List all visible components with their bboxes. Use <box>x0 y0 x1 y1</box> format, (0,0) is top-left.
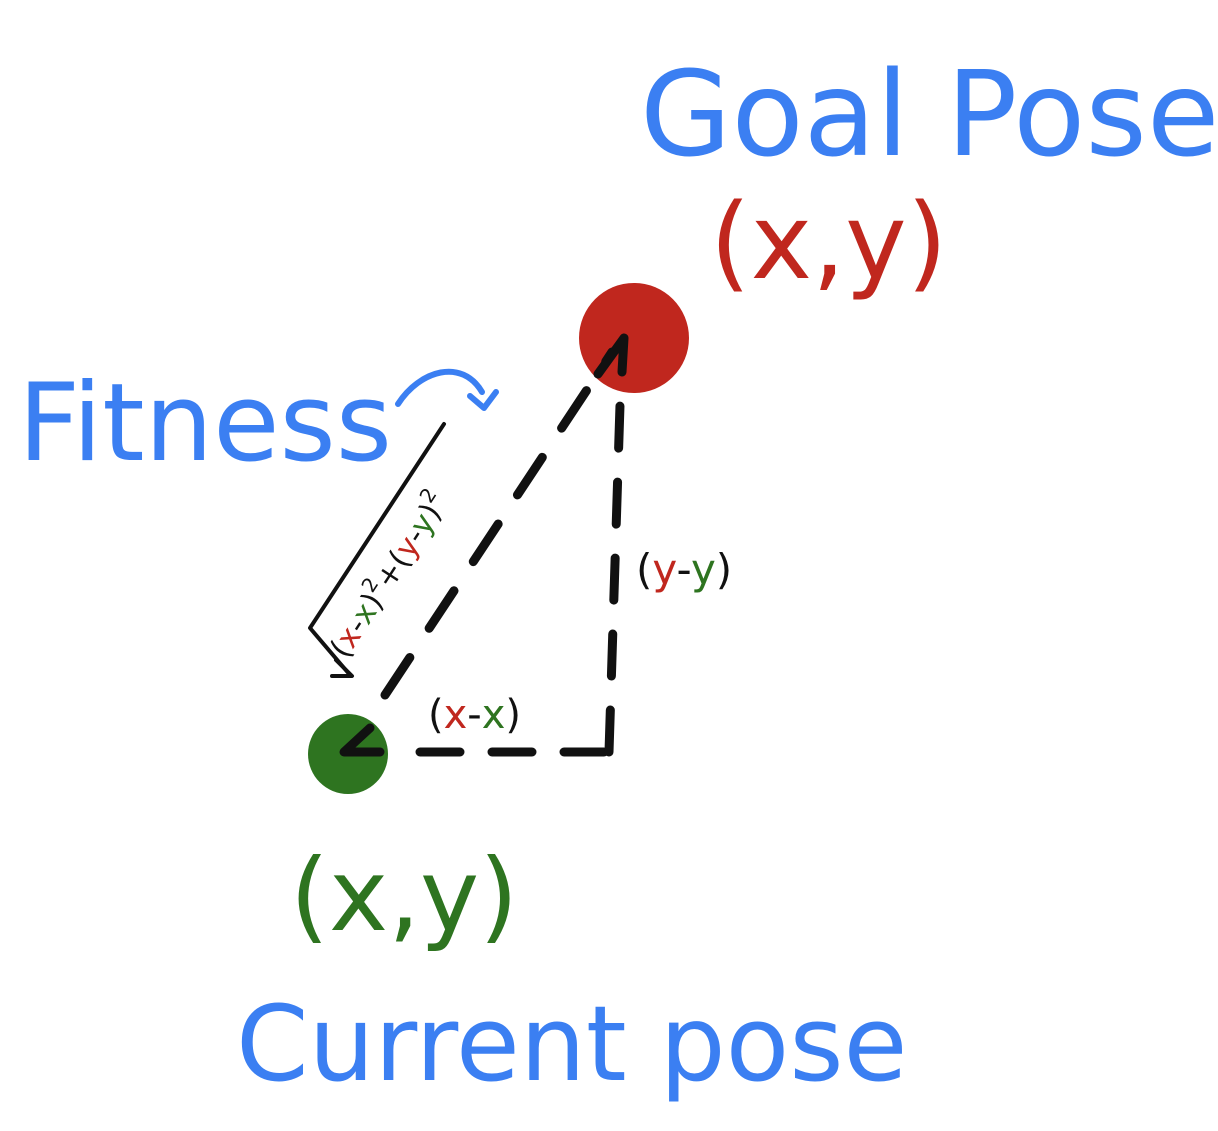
goal-coords: (x,y) <box>710 181 947 303</box>
arrowhead-goal <box>593 333 629 379</box>
dy-close: ) <box>716 545 732 594</box>
dx-close: ) <box>505 692 521 738</box>
dx-x-goal: x <box>444 692 468 738</box>
dx-minus: - <box>467 692 481 738</box>
dy-y-goal: y <box>652 545 676 594</box>
dy-y-current: y <box>691 545 716 594</box>
vertical-dashed-line <box>604 400 625 757</box>
current-pose-title: Current pose <box>236 983 907 1105</box>
dy-open: ( <box>636 545 652 594</box>
dx-x-current: x <box>482 692 506 738</box>
dy-label: (y-y) <box>636 545 732 594</box>
fitness-label: Fitness <box>18 361 392 486</box>
dx-open: ( <box>428 692 444 738</box>
dy-minus: - <box>677 545 691 594</box>
distance-formula: (x-x)2+(y-y)2 <box>318 483 455 664</box>
fitness-arrow <box>395 368 485 407</box>
current-coords: (x,y) <box>290 837 518 954</box>
hypotenuse-dashed-line <box>380 347 617 700</box>
arrowhead-current <box>339 723 385 757</box>
radical-arrow-tip <box>330 658 354 678</box>
goal-pose-title: Goal Pose <box>640 45 1218 183</box>
fitness-arrow-head <box>467 389 499 411</box>
dx-label: (x-x) <box>428 692 521 738</box>
